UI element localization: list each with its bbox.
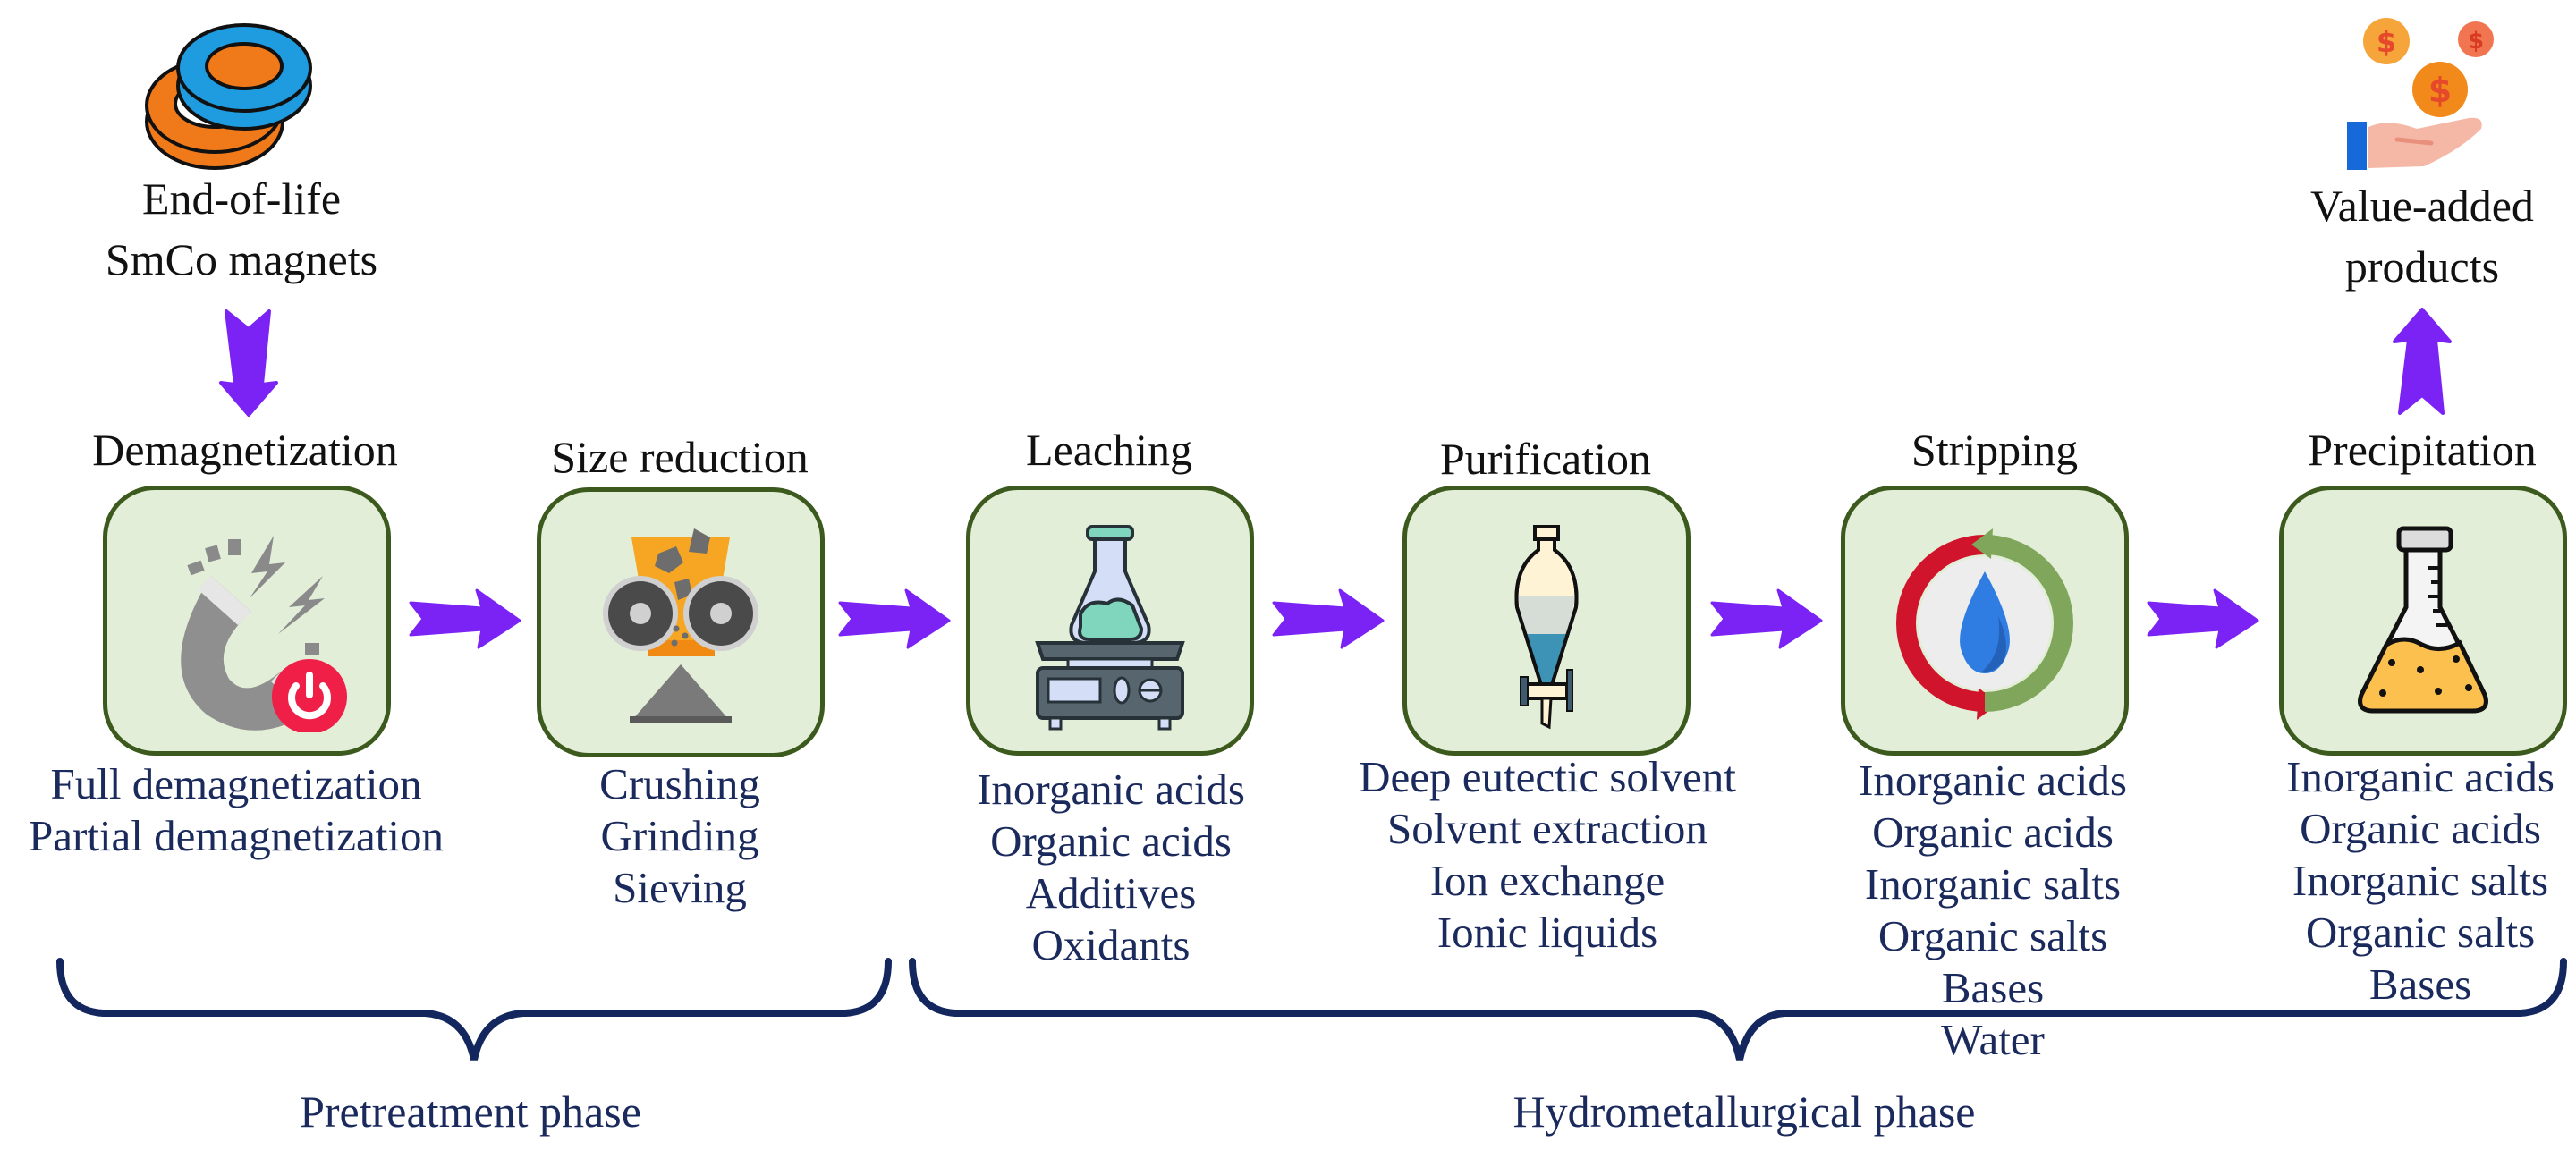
product-line: products (2344, 241, 2500, 292)
step-items-demagnetization: Full demagnetization Partial demagnetiza… (29, 758, 444, 862)
brace-pretreatment (56, 958, 892, 1061)
step-items-stripping: Inorganic acids Organic acids Inorganic … (1859, 755, 2127, 1066)
phase-label-pretreatment: Pretreatment phase (300, 1087, 641, 1137)
step-items-purification: Deep eutectic solvent Solvent extraction… (1359, 751, 1736, 959)
step-box-stripping (1841, 486, 2129, 756)
source-line: SmCo magnets (105, 234, 378, 284)
step-heading-stripping: Stripping (1911, 425, 2079, 475)
list-item: Solvent extraction (1387, 804, 1707, 853)
list-item: Inorganic salts (1864, 859, 2122, 909)
svg-text:$: $ (2428, 71, 2452, 110)
list-item: Grinding (600, 811, 759, 860)
list-item: Full demagnetization (50, 759, 422, 808)
list-item: Partial demagnetization (29, 811, 444, 860)
step-items-precipitation: Inorganic acids Organic acids Inorganic … (2286, 751, 2555, 1010)
hand-with-coins-icon: $ $ $ (2347, 18, 2494, 170)
list-item: Ionic liquids (1436, 908, 1658, 957)
list-item: Bases (2368, 960, 2472, 1009)
step-box-demagnetization (103, 486, 391, 756)
svg-text:$: $ (2377, 25, 2396, 59)
step-heading-leaching: Leaching (1025, 425, 1193, 475)
phase-label-hydrometallurgical: Hydrometallurgical phase (1513, 1087, 1976, 1137)
list-item: Ion exchange (1429, 856, 1665, 905)
step-heading-demagnetization: Demagnetization (92, 425, 398, 475)
list-item: Bases (1941, 963, 2045, 1012)
list-item: Organic acids (1872, 808, 2114, 857)
list-item: Inorganic acids (2286, 752, 2555, 801)
list-item: Sieving (613, 863, 747, 912)
list-item: Inorganic salts (2292, 856, 2549, 905)
list-item: Additives (1025, 868, 1197, 917)
separatory-funnel-icon (1514, 525, 1579, 730)
list-item: Oxidants (1031, 920, 1191, 969)
water-drop-cycle-icon (1896, 528, 2073, 720)
list-item: Organic acids (990, 816, 1232, 866)
step-heading-purification: Purification (1439, 434, 1652, 484)
list-item: Organic salts (2305, 908, 2536, 957)
step-box-purification (1402, 486, 1690, 756)
right-arrow-icon (838, 588, 951, 649)
step-items-leaching: Inorganic acids Organic acids Additives … (977, 764, 1245, 971)
step-box-leaching (966, 486, 1254, 756)
svg-text:$: $ (2468, 28, 2484, 55)
right-arrow-icon (409, 588, 521, 649)
list-item: Crushing (599, 759, 760, 808)
step-heading-precipitation: Precipitation (2308, 425, 2537, 475)
list-item: Inorganic acids (1859, 756, 2127, 805)
right-arrow-icon (1710, 588, 1823, 649)
right-arrow-icon (2147, 588, 2259, 649)
source-line: End-of-life (141, 173, 342, 224)
list-item: Water (1941, 1015, 2045, 1064)
product-label: Value-added products (2310, 175, 2534, 297)
step-heading-size-reduction: Size reduction (551, 432, 809, 482)
erlenmeyer-flask-precipitate-icon (2358, 526, 2488, 714)
right-arrow-icon (1272, 588, 1385, 649)
step-items-size-reduction: Crushing Grinding Sieving (599, 758, 760, 914)
step-box-size-reduction (537, 487, 825, 757)
source-label: End-of-life SmCo magnets (106, 168, 377, 290)
product-line: Value-added (2310, 181, 2534, 231)
down-arrow-icon (219, 309, 278, 417)
list-item: Deep eutectic solvent (1359, 752, 1736, 801)
horseshoe-magnet-power-off-icon (181, 536, 347, 732)
step-box-precipitation (2279, 486, 2567, 756)
flask-on-hotplate-icon (1035, 525, 1185, 731)
roller-crusher-icon (603, 528, 758, 723)
stacked-ring-magnets-icon (145, 23, 312, 170)
up-arrow-icon (2393, 308, 2452, 415)
list-item: Inorganic acids (977, 765, 1245, 814)
list-item: Organic acids (2300, 804, 2541, 853)
list-item: Organic salts (1877, 911, 2108, 960)
